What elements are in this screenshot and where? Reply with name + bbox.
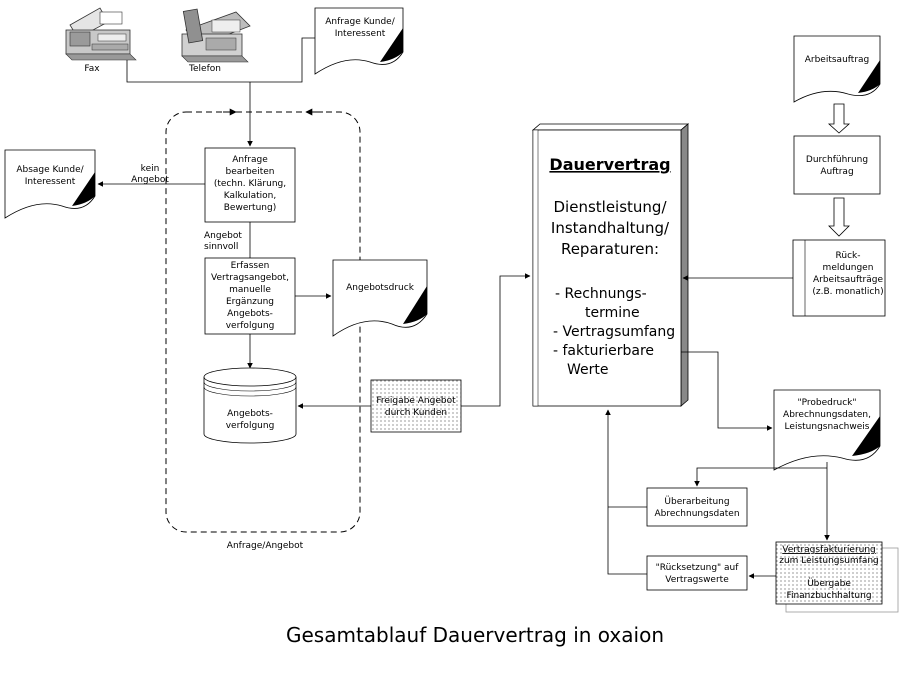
freigabe-to-vertrag-arrow xyxy=(461,273,531,407)
angebotsdruck-document: Angebotsdruck xyxy=(332,259,428,337)
durchfuehrung-line2: Auftrag xyxy=(820,167,853,177)
arbeitsauftrag-label: Arbeitsauftrag xyxy=(805,55,870,65)
probedruck-line2: Abrechnungsdaten, xyxy=(783,410,871,420)
erfassen-line3: manuelle xyxy=(229,285,271,295)
fakturierung-line1: Vertragsfakturierung xyxy=(782,545,876,555)
rueckmeldungen-line2: meldungen xyxy=(823,263,874,273)
fakturierung-line3: Übergabe xyxy=(807,578,851,589)
absage-kunde-line1: Absage Kunde/ xyxy=(16,165,84,175)
kein-angebot-line2: Angebot xyxy=(131,175,169,185)
hollow-arrow-1 xyxy=(827,103,851,134)
arbeitsauftrag-document: Arbeitsauftrag xyxy=(793,35,881,103)
erfassen-line1: Erfassen xyxy=(231,261,270,271)
ruecksetzung-box: "Rücksetzung" auf Vertragswerte xyxy=(646,555,748,591)
db-line2: verfolgung xyxy=(226,421,275,431)
freigabe-line2: durch Kunden xyxy=(385,408,447,418)
durchfuehrung-auftrag-box: Durchführung Auftrag xyxy=(793,135,881,195)
contract-item-1: - Rechnungs- xyxy=(555,286,647,302)
erfassen-vertragsangebot-box: Erfassen Vertragsangebot, manuelle Ergän… xyxy=(204,257,296,335)
probedruck-document: "Probedruck" Abrechnungsdaten, Leistungs… xyxy=(773,389,881,471)
telefon-label: Telefon xyxy=(188,64,221,74)
durchfuehrung-line1: Durchführung xyxy=(806,155,868,165)
diagram-title: Gesamtablauf Dauervertrag in oxaion xyxy=(286,623,664,647)
return-connectors xyxy=(605,409,647,575)
erfassen-line5: Angebots- xyxy=(227,309,273,319)
anfrage-kunde-line1: Anfrage Kunde/ xyxy=(325,17,395,27)
fakturierung-line2: zum Leistungsumfang xyxy=(779,556,879,566)
angebotsverfolgung-database: Angebots- verfolgung xyxy=(203,367,297,444)
contract-subtitle-line3: Reparaturen: xyxy=(561,240,659,258)
db-line1: Angebots- xyxy=(227,409,273,419)
contract-item-2: - Vertragsumfang xyxy=(553,324,675,340)
probedruck-connectors xyxy=(694,462,830,541)
ruecksetzung-line1: "Rücksetzung" auf xyxy=(656,563,740,573)
anfrage-kunde-document: Anfrage Kunde/ Interessent xyxy=(314,7,404,75)
absage-kunde-line2: Interessent xyxy=(25,177,76,187)
freigabe-angebot-box: Freigabe Angebot durch Kunden xyxy=(370,379,462,433)
anfrage-bearbeiten-line1: Anfrage xyxy=(232,155,268,165)
rueckmeldungen-line1: Rück- xyxy=(836,251,861,261)
erfassen-line2: Vertragsangebot, xyxy=(211,273,289,283)
anfrage-bearbeiten-box: Anfrage bearbeiten (techn. Klärung, Kalk… xyxy=(204,147,296,223)
rueckmeldungen-line4: (z.B. monatlich) xyxy=(812,287,883,297)
dauervertrag-box: Dauervertrag Dienstleistung/ Instandhalt… xyxy=(531,123,690,407)
kein-angebot-line1: kein xyxy=(141,164,160,174)
absage-kunde-document: Absage Kunde/ Interessent xyxy=(4,149,96,219)
erfassen-line4: Ergänzung xyxy=(226,297,274,307)
ueberarbeitung-line2: Abrechnungsdaten xyxy=(654,509,739,519)
freigabe-line1: Freigabe Angebot xyxy=(376,396,456,406)
anfrage-bearbeiten-line3: (techn. Klärung, xyxy=(214,179,286,189)
angebot-sinnvoll-line2: sinnvoll xyxy=(204,242,238,252)
fakturierung-line4: Finanzbuchhaltung xyxy=(786,591,871,601)
top-connectors xyxy=(126,37,315,147)
dauervertrag-heading: Dauervertrag xyxy=(549,155,670,174)
fax-label: Fax xyxy=(84,64,100,74)
erfassen-line6: verfolgung xyxy=(226,321,275,331)
anfrage-angebot-label: Anfrage/Angebot xyxy=(227,541,304,551)
probedruck-line1: "Probedruck" xyxy=(797,398,856,408)
contract-subtitle-line2: Instandhaltung/ xyxy=(551,219,670,237)
ueberarbeitung-line1: Überarbeitung xyxy=(664,496,729,507)
anfrage-bearbeiten-line4: Kalkulation, xyxy=(224,191,277,201)
contract-subtitle-line1: Dienstleistung/ xyxy=(554,198,668,216)
contract-item-3: - fakturierbare xyxy=(553,343,654,359)
angebotsdruck-label: Angebotsdruck xyxy=(346,283,415,293)
fakturierung-box: Vertragsfakturierung zum Leistungsumfang… xyxy=(775,541,899,613)
rueckmeldungen-box: Rück- meldungen Arbeitsaufträge (z.B. mo… xyxy=(792,239,886,317)
anfrage-bearbeiten-line2: bearbeiten xyxy=(226,167,275,177)
ruecksetzung-line2: Vertragswerte xyxy=(665,575,729,585)
anfrage-kunde-line2: Interessent xyxy=(335,29,386,39)
anfrage-bearbeiten-line5: Bewertung) xyxy=(224,203,276,213)
contract-item-3b: Werte xyxy=(567,362,609,378)
contract-item-1b: termine xyxy=(585,305,640,321)
telephone-icon xyxy=(181,8,251,63)
rueckmeldungen-line3: Arbeitsaufträge xyxy=(813,275,884,285)
vertrag-to-probedruck-arrow xyxy=(681,351,773,431)
angebot-sinnvoll-line1: Angebot xyxy=(204,231,242,241)
hollow-arrow-2 xyxy=(828,197,850,237)
probedruck-line3: Leistungsnachweis xyxy=(785,422,870,432)
fax-icon xyxy=(65,7,137,61)
ueberarbeitung-box: Überarbeitung Abrechnungsdaten xyxy=(646,487,748,527)
